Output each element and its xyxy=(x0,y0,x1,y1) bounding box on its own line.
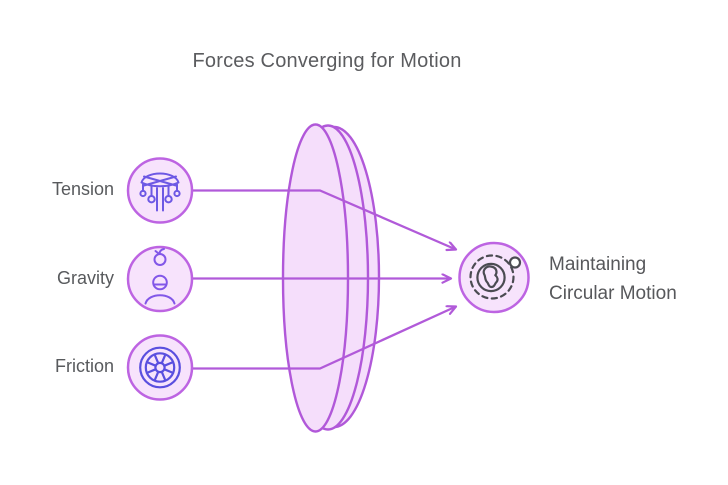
wheel-icon xyxy=(139,346,181,389)
carousel-icon xyxy=(139,172,181,212)
globe-outline xyxy=(476,262,506,293)
node-circles xyxy=(126,157,530,401)
page-title: Forces Converging for Motion xyxy=(192,50,462,72)
input-label-tension: Tension xyxy=(51,179,114,199)
node-circle-friction xyxy=(126,334,194,401)
input-label-friction: Friction xyxy=(54,356,114,376)
connector-tension xyxy=(193,189,456,250)
orbiting-moon xyxy=(508,256,522,269)
globe-continent xyxy=(482,265,499,289)
connectors xyxy=(193,189,456,370)
node-circle-tension xyxy=(126,157,194,224)
input-label-gravity: Gravity xyxy=(56,268,114,288)
falling-apple-icon xyxy=(144,248,176,305)
orbit-dashed-ring xyxy=(469,254,515,300)
orbiting-globe-icon xyxy=(469,254,522,300)
connector-friction xyxy=(193,307,456,370)
output-label: Maintaining Circular Motion xyxy=(549,254,677,304)
node-circle-gravity xyxy=(126,245,194,313)
